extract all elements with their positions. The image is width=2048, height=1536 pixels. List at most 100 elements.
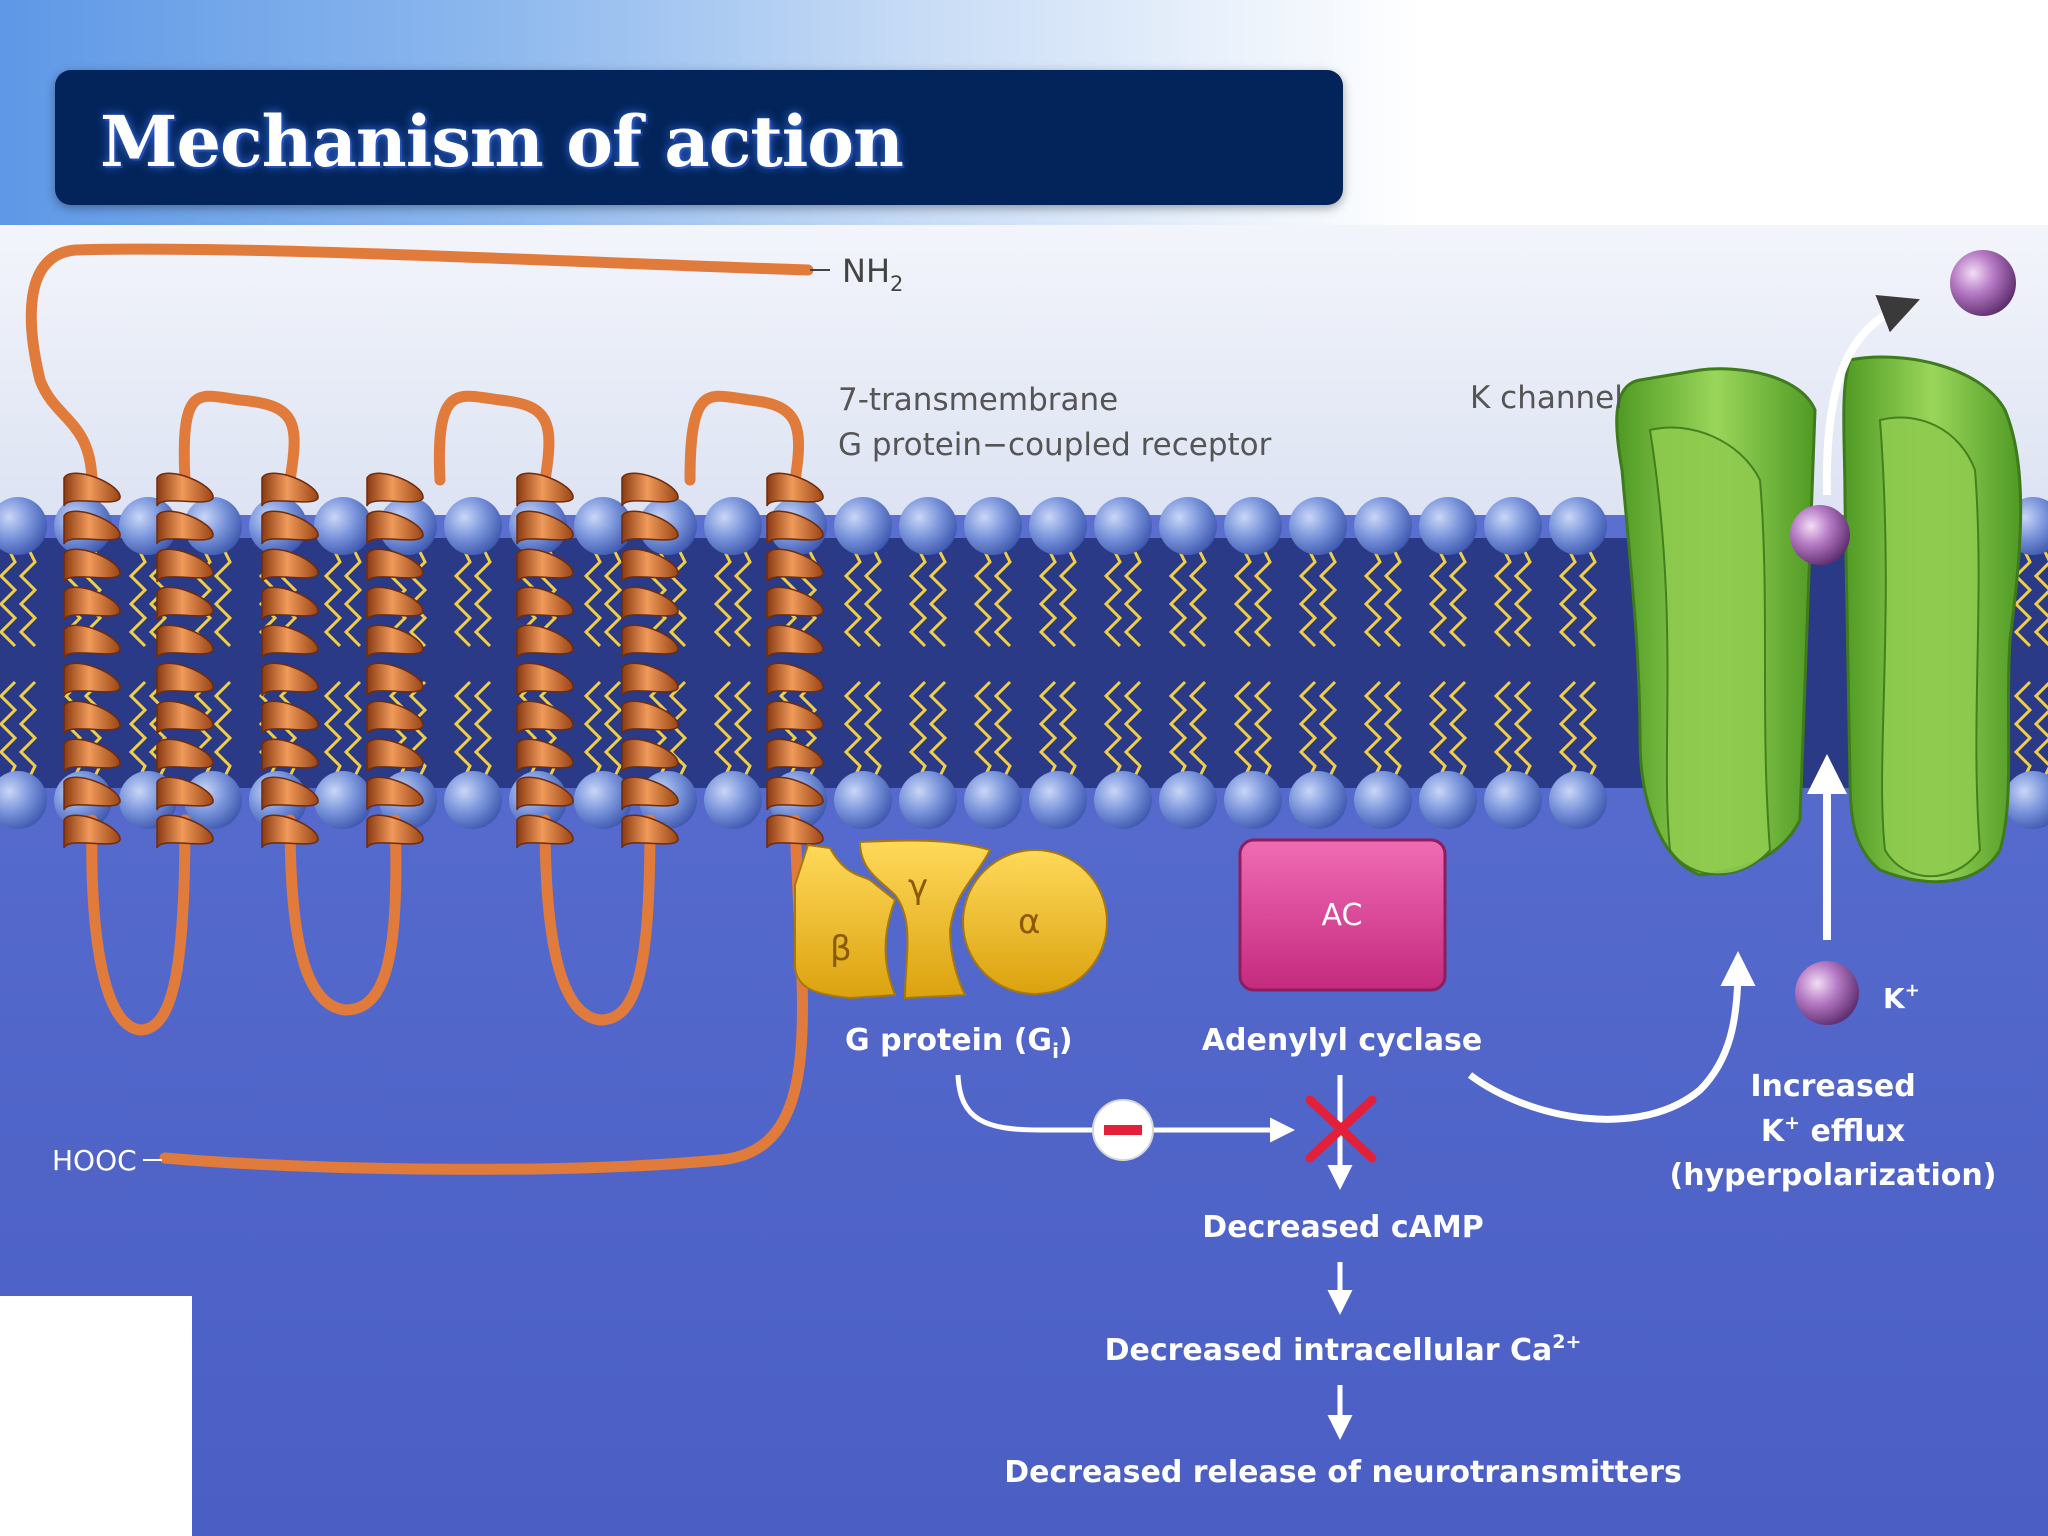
lipid-tail bbox=[843, 547, 863, 648]
lipid-tail bbox=[713, 547, 733, 648]
helix-turn bbox=[766, 776, 824, 811]
lipid-tail bbox=[713, 680, 733, 781]
inhibition-minus-icon bbox=[1104, 1125, 1142, 1135]
lipid-tail bbox=[18, 547, 38, 648]
slide-blank-corner bbox=[0, 1296, 192, 1536]
phospholipid-head bbox=[1484, 497, 1542, 555]
alpha-subunit-label: α bbox=[1018, 902, 1040, 942]
lipid-tail bbox=[128, 547, 148, 648]
phospholipid-head bbox=[834, 771, 892, 829]
helix-turn bbox=[63, 738, 121, 773]
helix-turn bbox=[621, 738, 679, 773]
lipid-tail bbox=[1168, 680, 1188, 781]
lipid-tail bbox=[973, 547, 993, 648]
lipid-tail bbox=[908, 680, 928, 781]
k-ion-label: K+ bbox=[1883, 980, 1920, 1015]
lipid-tail bbox=[1298, 680, 1318, 781]
helix-turn bbox=[366, 662, 424, 697]
helix-turn bbox=[516, 700, 574, 735]
phospholipid-head bbox=[574, 771, 632, 829]
lipid-tail bbox=[1058, 680, 1078, 781]
helix-turn bbox=[261, 510, 319, 545]
phospholipid-head bbox=[704, 497, 762, 555]
lipid-tail bbox=[668, 680, 688, 781]
title-bar bbox=[55, 70, 1343, 205]
lipid-tail bbox=[453, 680, 473, 781]
receptor-extracellular-loop-1 bbox=[178, 390, 300, 486]
helix-turn bbox=[621, 662, 679, 697]
helix-turn bbox=[156, 738, 214, 773]
helix-turn bbox=[366, 814, 424, 849]
lipid-tail bbox=[1448, 547, 1468, 648]
helix-turn bbox=[63, 700, 121, 735]
phospholipid-head bbox=[1419, 497, 1477, 555]
adenylyl-cyclase-label: Adenylyl cyclase bbox=[1202, 1023, 1482, 1058]
lipid-tail bbox=[1383, 547, 1403, 648]
g-protein-beta-subunit bbox=[794, 843, 897, 1000]
helix-turn bbox=[156, 510, 214, 545]
receptor-intracellular-loop-3 bbox=[539, 814, 656, 1026]
decreased-neurotransmitter-label: Decreased release of neurotransmitters bbox=[1004, 1455, 1682, 1490]
lipid-tail bbox=[733, 680, 753, 781]
lipid-tail bbox=[1123, 547, 1143, 648]
phospholipid-head bbox=[1159, 497, 1217, 555]
phospholipid-head bbox=[899, 771, 957, 829]
helix-turn bbox=[766, 738, 824, 773]
receptor-label-line-2: G protein−coupled receptor bbox=[838, 427, 1272, 463]
lipid-tail bbox=[2013, 547, 2033, 648]
helix-turn bbox=[261, 814, 319, 849]
helix-turn bbox=[766, 472, 824, 507]
phospholipid-head bbox=[1354, 497, 1412, 555]
lipid-tail bbox=[2013, 680, 2033, 781]
lipid-tail bbox=[1578, 547, 1598, 648]
phospholipid-head bbox=[1094, 771, 1152, 829]
receptor-c-terminal-tail bbox=[159, 814, 808, 1175]
efflux-line-2: K+ efflux bbox=[1761, 1112, 1905, 1149]
efflux-line-1: Increased bbox=[1750, 1069, 1915, 1104]
lipid-tail bbox=[993, 547, 1013, 648]
lipid-tail bbox=[1513, 680, 1533, 781]
phospholipid-head bbox=[444, 497, 502, 555]
k-channel bbox=[1615, 355, 2023, 884]
lipid-tail bbox=[1038, 547, 1058, 648]
helix-turn bbox=[63, 510, 121, 545]
helix-turn bbox=[63, 814, 121, 849]
beta-subunit-label: β bbox=[830, 929, 852, 969]
phospholipid-head bbox=[444, 771, 502, 829]
helix-turn bbox=[366, 776, 424, 811]
helix-turn bbox=[516, 586, 574, 621]
lipid-tail bbox=[1493, 680, 1513, 781]
lipid-tail bbox=[1448, 680, 1468, 781]
phospholipid-head bbox=[1549, 771, 1607, 829]
lipid-tail bbox=[863, 547, 883, 648]
helix-turn bbox=[516, 662, 574, 697]
phospholipid-head bbox=[314, 771, 372, 829]
helix-turn bbox=[366, 510, 424, 545]
phospholipid-head bbox=[964, 497, 1022, 555]
lipid-tail bbox=[323, 680, 343, 781]
lipid-tail bbox=[408, 547, 428, 648]
lipid-tail bbox=[1188, 547, 1208, 648]
ac-to-k-channel-arrow bbox=[1467, 951, 1756, 1123]
phospholipid-head bbox=[2004, 771, 2048, 829]
helix-turn bbox=[516, 472, 574, 507]
phospholipid-head bbox=[834, 497, 892, 555]
phospholipid-head bbox=[1289, 497, 1347, 555]
helix-turn bbox=[766, 586, 824, 621]
helix-turn bbox=[621, 510, 679, 545]
helix-turn bbox=[156, 662, 214, 697]
mechanism-diagram: K+ β γ α G protein (Gi) AC Adenylyl cycl… bbox=[0, 225, 2048, 1536]
helix-turn bbox=[516, 624, 574, 659]
phospholipid-head bbox=[964, 771, 1022, 829]
lipid-tail bbox=[343, 680, 363, 781]
phospholipid-head bbox=[1029, 497, 1087, 555]
phospholipid-head bbox=[0, 771, 47, 829]
helix-turn bbox=[156, 472, 214, 507]
receptor-n-terminal-tail bbox=[25, 243, 814, 486]
helix-turn bbox=[156, 814, 214, 849]
helix-turn bbox=[516, 814, 574, 849]
decreased-camp-label: Decreased cAMP bbox=[1202, 1210, 1483, 1245]
helix-turn bbox=[621, 548, 679, 583]
receptor-intracellular-loop-2 bbox=[284, 814, 402, 1016]
helix-turn bbox=[63, 472, 121, 507]
